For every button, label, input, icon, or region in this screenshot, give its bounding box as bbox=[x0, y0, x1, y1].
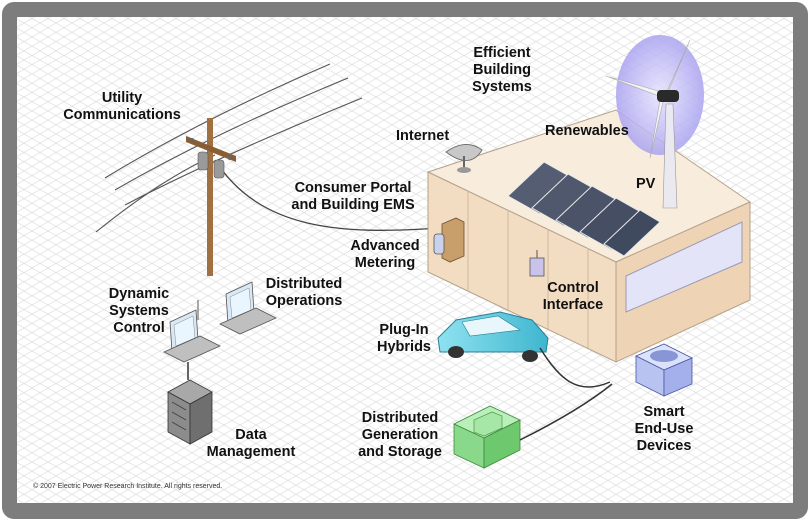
label-line: Utility bbox=[101, 90, 143, 106]
label-line: Dynamic bbox=[108, 286, 170, 302]
solar-panel-array bbox=[507, 161, 661, 257]
label-line: End-Use bbox=[634, 421, 694, 437]
utility-pole bbox=[186, 118, 236, 276]
label-pv: PV bbox=[636, 176, 655, 193]
control-interface-panel bbox=[529, 250, 545, 277]
label-line: Devices bbox=[636, 438, 692, 454]
label-line: Smart bbox=[643, 404, 685, 420]
label-line: Efficient bbox=[473, 45, 531, 61]
label-line: Data bbox=[235, 427, 267, 443]
label-line: and Building EMS bbox=[291, 197, 415, 213]
label-line: Interface bbox=[542, 297, 604, 313]
label-line: Generation bbox=[361, 427, 439, 443]
generation-storage-unit bbox=[453, 383, 613, 469]
label-internet: Internet bbox=[396, 128, 449, 145]
data-server-rack bbox=[167, 362, 213, 445]
label-line: Building bbox=[473, 62, 531, 78]
label-line: Operations bbox=[265, 293, 343, 309]
label-line: Renewables bbox=[545, 123, 629, 139]
label-line: Control bbox=[113, 320, 165, 336]
label-line: Hybrids bbox=[377, 339, 431, 355]
plug-in-hybrid-car bbox=[437, 311, 611, 388]
label-line: Advanced bbox=[350, 238, 420, 254]
label-line: and Storage bbox=[358, 444, 442, 460]
satellite-dish-icon bbox=[445, 144, 483, 173]
label-line: PV bbox=[636, 176, 656, 192]
label-line: Metering bbox=[354, 255, 416, 271]
label-line: Distributed bbox=[361, 410, 439, 426]
label-line: Plug-In bbox=[379, 322, 429, 338]
control-computer-2 bbox=[219, 281, 277, 335]
label-line: Systems bbox=[109, 303, 169, 319]
copyright-notice: © 2007 Electric Power Research Institute… bbox=[33, 483, 223, 490]
label-line: Control bbox=[547, 280, 599, 296]
label-line: Management bbox=[206, 444, 296, 460]
label-line: Communications bbox=[63, 107, 181, 123]
label-line: Distributed bbox=[265, 276, 343, 292]
control-computer-1 bbox=[163, 300, 221, 363]
smart-device bbox=[635, 343, 693, 397]
label-line: Internet bbox=[396, 128, 450, 144]
label-renewables: Renewables bbox=[545, 123, 629, 140]
advanced-meter bbox=[433, 217, 465, 263]
label-line: Consumer Portal bbox=[294, 180, 412, 196]
label-line: Systems bbox=[472, 79, 532, 95]
wind-turbine bbox=[605, 35, 704, 209]
